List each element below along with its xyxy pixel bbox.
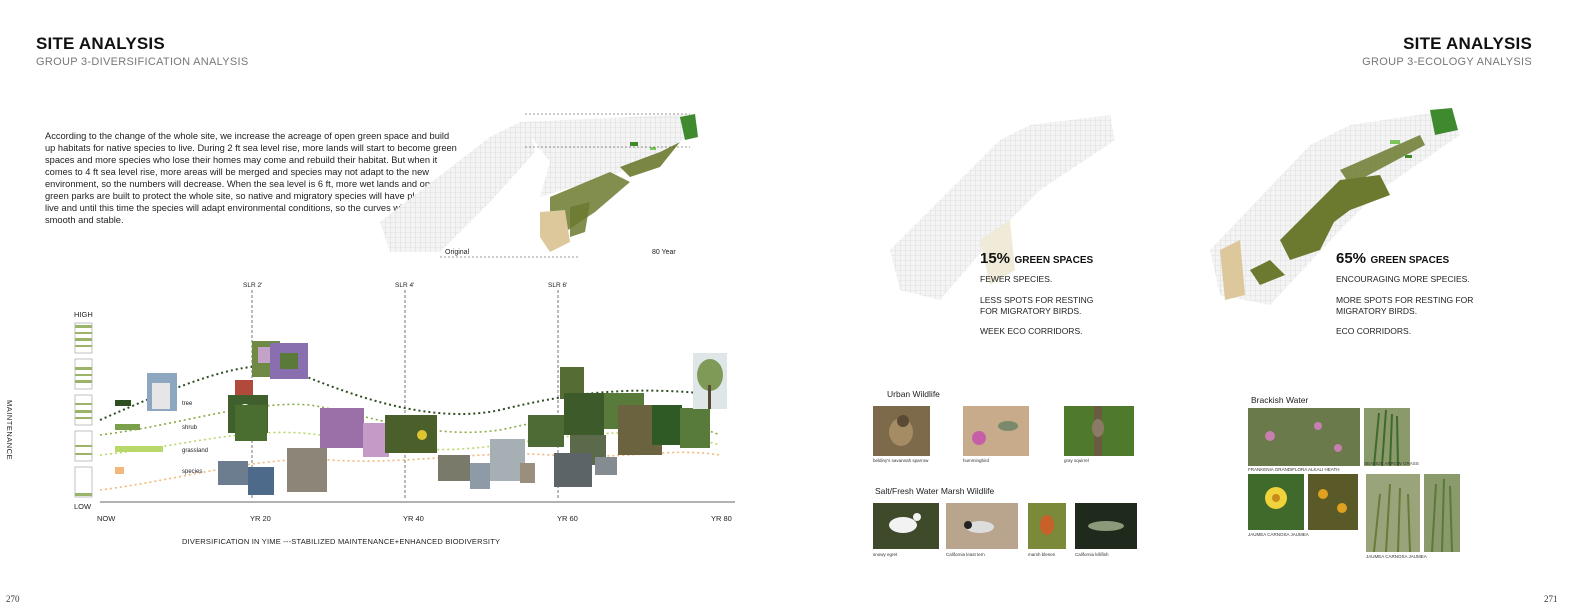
caption-hummingbird: hummingbird xyxy=(963,458,990,463)
caption-least-tern: California least tern xyxy=(946,552,985,557)
x-tick-yr20: YR 20 xyxy=(250,514,271,523)
chart-x-title: DIVERSIFICATION IN YIME ---STABILIZED MA… xyxy=(182,537,501,546)
photo-sparrow xyxy=(873,406,930,456)
photo-egret xyxy=(873,503,939,549)
right-page-number: 271 xyxy=(1544,594,1558,604)
slr-label-2: SLR 2' xyxy=(243,282,263,289)
left-page-title: SITE ANALYSIS xyxy=(36,34,165,53)
right-page-subtitle: GROUP 3-ECOLOGY ANALYSIS xyxy=(1362,56,1532,68)
photo-jaumea-1 xyxy=(1248,474,1304,530)
legend-grassland: grassland xyxy=(182,448,209,454)
photo-killifish xyxy=(1075,503,1137,549)
right-page-title: SITE ANALYSIS xyxy=(1403,34,1532,53)
left-page-subtitle: GROUP 3-DIVERSIFICATION ANALYSIS xyxy=(36,56,249,68)
stat-future-line-4: ECO CORRIDORS. xyxy=(1336,326,1412,336)
photo-jaumea-4 xyxy=(1424,474,1460,552)
x-tick-yr40: YR 40 xyxy=(403,514,424,523)
map-label-original: Original xyxy=(445,249,470,256)
y-axis-high: HIGH xyxy=(74,310,93,319)
site-map-comparison xyxy=(380,112,710,262)
stat-original-line-2: LESS SPOTS FOR RESTING xyxy=(980,295,1094,305)
stat-future-line-1: ENCOURAGING MORE SPECIES. xyxy=(1336,274,1470,284)
caption-jaumea-3: JAUMEA CARNOSA JAUMEA xyxy=(1366,554,1427,559)
photo-marsh-bird xyxy=(1028,503,1066,549)
y-axis-low: LOW xyxy=(74,502,92,511)
stat-future-line-3: MIGRATORY BIRDS. xyxy=(1336,306,1418,316)
stat-future-line-2: MORE SPOTS FOR RESTING FOR xyxy=(1336,295,1474,305)
legend-species: species xyxy=(182,469,203,475)
caption-jaumea-1: JAUMEA CARNOSA JAUMEA xyxy=(1248,532,1309,537)
stat-original-line-4: WEEK ECO CORRIDORS. xyxy=(980,326,1083,336)
diversification-chart xyxy=(30,275,770,575)
caption-killifish: California killifish xyxy=(1075,552,1109,557)
stat-future: 65% GREEN SPACES xyxy=(1336,250,1449,268)
x-tick-yr80: YR 80 xyxy=(711,514,732,523)
caption-egret: snowy egret xyxy=(873,552,898,557)
x-tick-yr60: YR 60 xyxy=(557,514,578,523)
legend-tree: tree xyxy=(182,401,193,407)
marsh-wildlife-title: Salt/Fresh Water Marsh Wildlife xyxy=(875,486,995,496)
photo-hummingbird xyxy=(963,406,1029,456)
analysis-paragraph: According to the change of the whole sit… xyxy=(45,131,457,225)
caption-sparrow: beldiny's savannah sparrow xyxy=(873,458,929,463)
stat-future-percent: 65% xyxy=(1336,250,1367,267)
map-80-year xyxy=(1190,100,1490,320)
stat-original-percent: 15% xyxy=(980,250,1011,267)
stat-original-line-3: FOR MIGRATORY BIRDS. xyxy=(980,306,1082,316)
brackish-water-title: Brackish Water xyxy=(1251,395,1309,405)
x-tick-now: NOW xyxy=(97,514,116,523)
slr-label-6: SLR 6' xyxy=(548,282,568,289)
map-original xyxy=(860,100,1120,310)
y-axis-label: MAINTENANCE xyxy=(5,400,14,461)
photo-squirrel xyxy=(1064,406,1134,456)
photo-alkali-heath xyxy=(1248,408,1360,466)
stat-original-line-1: FEWER SPECIES. xyxy=(980,274,1053,284)
stat-original-label: GREEN SPACES xyxy=(1014,255,1094,266)
slr-label-4: SLR 4' xyxy=(395,282,415,289)
stat-future-label: GREEN SPACES xyxy=(1370,255,1450,266)
urban-wildlife-title: Urban Wildlife xyxy=(887,389,940,399)
photo-jaumea-2 xyxy=(1308,474,1358,530)
photo-least-tern xyxy=(946,503,1018,549)
left-page-number: 270 xyxy=(6,594,20,604)
caption-squirrel: gray squirrel xyxy=(1064,458,1089,463)
stat-original: 15% GREEN SPACES xyxy=(980,250,1093,268)
caption-marsh-bird: marsh blenen xyxy=(1028,552,1056,557)
photo-jaumea-3 xyxy=(1366,474,1420,552)
caption-alkali-heath: FRANKENIA GRANDIFLORA ALKALI HEATH xyxy=(1248,467,1340,472)
caption-arrow-grass: SEASIDE ARROW GRASS xyxy=(1364,461,1419,466)
photo-arrow-grass xyxy=(1364,408,1410,466)
map-label-80-year: 80 Year xyxy=(652,249,676,256)
legend-shrub: shrub xyxy=(182,425,198,431)
